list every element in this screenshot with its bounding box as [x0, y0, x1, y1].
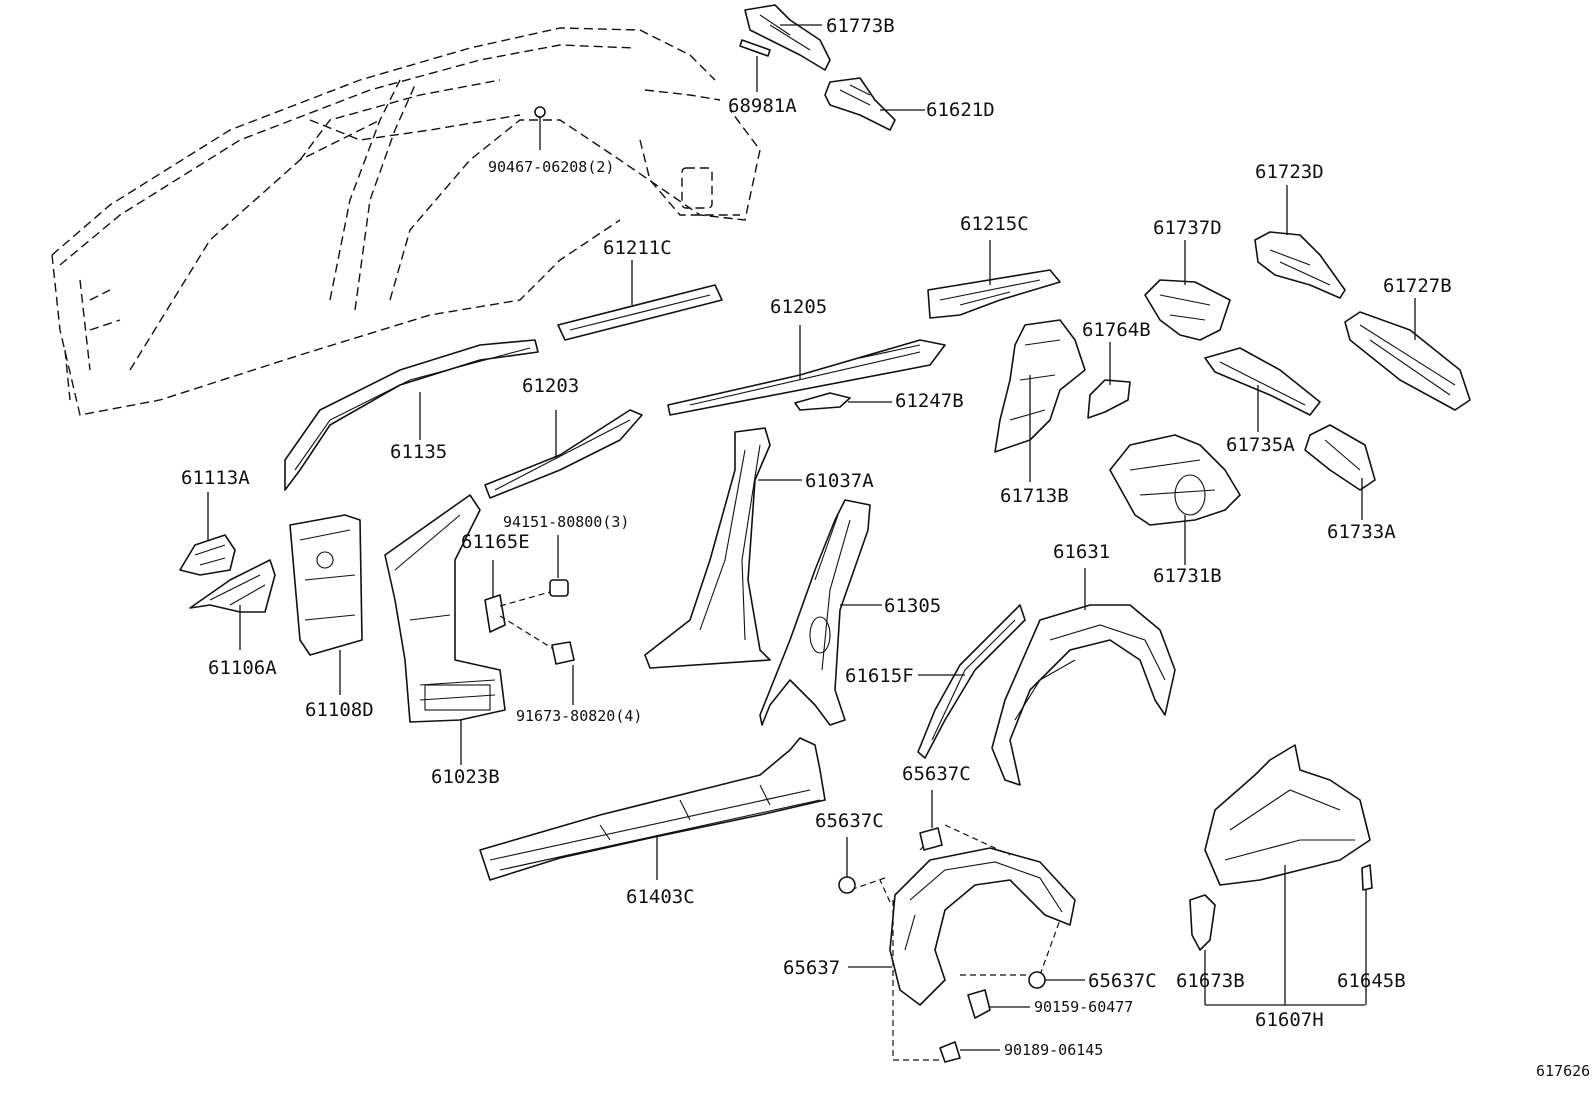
label-61713B: 61713B: [1000, 485, 1069, 507]
clip-90189: [939, 1041, 1000, 1063]
label-61673B: 61673B: [1176, 970, 1245, 992]
part-61403C-shape: [479, 737, 826, 881]
label-61727B: 61727B: [1383, 275, 1452, 297]
label-61403C: 61403C: [626, 886, 695, 908]
part-61108D-shape: [289, 514, 363, 695]
label-61607H: 61607H: [1255, 1009, 1324, 1031]
label-61737D: 61737D: [1153, 217, 1222, 239]
diagram-id: 617626: [1536, 1062, 1590, 1080]
label-65637C-a: 65637C: [902, 763, 971, 785]
label-90159: 90159-60477: [1034, 998, 1133, 1016]
label-91673: 91673-80820(4): [516, 707, 642, 725]
clip-90159: [967, 989, 1030, 1019]
part-61645B-shape: [1361, 864, 1373, 1005]
label-61764B: 61764B: [1082, 319, 1151, 341]
part-61631-shape: [991, 568, 1176, 786]
label-61731B: 61731B: [1153, 565, 1222, 587]
part-61203-shape: [484, 409, 643, 499]
part-61165E-shape: [484, 560, 556, 651]
label-61113A: 61113A: [181, 467, 250, 489]
part-61737D-shape: [1144, 240, 1231, 341]
part-61607H-shape: [1204, 744, 1371, 1006]
label-61247B: 61247B: [895, 390, 964, 412]
label-61631: 61631: [1053, 541, 1110, 563]
part-61113A-shape: [179, 492, 236, 576]
body-side-outline: [51, 27, 761, 416]
label-61106A: 61106A: [208, 657, 277, 679]
part-61764B-shape: [1087, 342, 1131, 419]
label-61733A: 61733A: [1327, 521, 1396, 543]
part-61023B-shape: [384, 494, 506, 765]
label-61615F: 61615F: [845, 665, 914, 687]
label-61165E: 61165E: [461, 531, 530, 553]
label-61773B: 61773B: [826, 15, 895, 37]
label-61023B: 61023B: [431, 766, 500, 788]
part-61037A-shape: [644, 427, 802, 669]
part-61205-shape: [667, 325, 946, 416]
part-61735A-shape: [1204, 347, 1321, 432]
label-61108D: 61108D: [305, 699, 374, 721]
label-61305: 61305: [884, 595, 941, 617]
clip-65637C-b: [838, 837, 856, 894]
label-61211C: 61211C: [603, 237, 672, 259]
label-61621D: 61621D: [926, 99, 995, 121]
label-68981A: 68981A: [728, 95, 797, 117]
bolt-90467: [534, 106, 546, 150]
label-61645B: 61645B: [1337, 970, 1406, 992]
part-61247B-shape: [794, 392, 892, 411]
part-61135-shape: [284, 339, 539, 491]
part-61773B-shape: [744, 4, 831, 71]
label-61723D: 61723D: [1255, 161, 1324, 183]
part-68981A-shape: [739, 39, 771, 92]
label-65637C-b: 65637C: [815, 810, 884, 832]
label-61037A: 61037A: [805, 470, 874, 492]
part-65637-shape: [848, 824, 1076, 1061]
label-61135: 61135: [390, 441, 447, 463]
label-61203: 61203: [522, 375, 579, 397]
part-61621D-shape: [824, 77, 925, 131]
label-61205: 61205: [770, 296, 827, 318]
bolt-91673-shape: [551, 641, 575, 705]
label-94151: 94151-80800(3): [503, 513, 629, 531]
part-61731B-shape: [1109, 434, 1241, 565]
callout-labels: 61773B 68981A 61621D 90467-06208(2) 6172…: [181, 15, 1590, 1080]
label-90467: 90467-06208(2): [488, 158, 614, 176]
clip-65637C-c: [1028, 971, 1085, 989]
part-61723D-shape: [1254, 185, 1346, 299]
part-61713B-shape: [994, 319, 1086, 482]
part-61733A-shape: [1304, 424, 1376, 520]
part-61211C-shape: [557, 260, 723, 341]
clip-65637C-a: [919, 790, 943, 851]
part-61215C-shape: [927, 240, 1061, 319]
part-61305-shape: [759, 499, 882, 726]
label-90189: 90189-06145: [1004, 1041, 1103, 1059]
part-61615F-shape: [917, 604, 1026, 759]
part-61106A-shape: [189, 559, 276, 650]
label-65637: 65637: [783, 957, 840, 979]
part-61727B-shape: [1344, 298, 1471, 411]
label-61735A: 61735A: [1226, 434, 1295, 456]
label-65637C-c: 65637C: [1088, 970, 1157, 992]
label-61215C: 61215C: [960, 213, 1029, 235]
clip-94151-shape: [549, 535, 569, 597]
part-61673B-shape: [1189, 894, 1216, 1005]
